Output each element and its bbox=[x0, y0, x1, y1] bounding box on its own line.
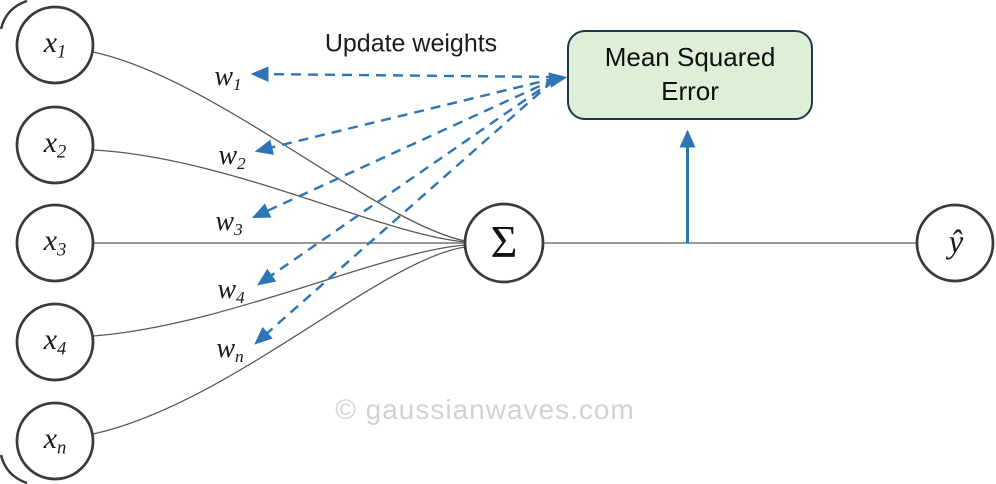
input-node-xn bbox=[15, 401, 95, 481]
input-label-x1-base: x bbox=[43, 26, 58, 60]
mean-squared-error-label: Mean Squared Error bbox=[604, 42, 776, 106]
arrow-update-w1 bbox=[250, 66, 557, 82]
weight-label-w1-sub: 1 bbox=[233, 74, 242, 94]
input-label-x3-base: x bbox=[43, 224, 58, 258]
weight-label-wn-sub: n bbox=[235, 346, 244, 366]
input-label-x3: x3 bbox=[44, 226, 67, 260]
weight-label-w4-sub: 4 bbox=[236, 287, 245, 307]
input-label-xn: xn bbox=[44, 424, 67, 458]
input-label-x2-sub: 2 bbox=[57, 141, 67, 163]
input-label-x4-sub: 4 bbox=[57, 338, 67, 360]
watermark-text: © gaussianwaves.com bbox=[335, 394, 635, 425]
input-label-x4-base: x bbox=[43, 323, 58, 357]
weight-label-w3-sub: 3 bbox=[234, 219, 243, 239]
connector-x2-sum bbox=[92, 149, 466, 243]
weight-label-w2: w2 bbox=[218, 139, 246, 173]
output-node bbox=[915, 203, 995, 283]
arrow-update-w3 bbox=[251, 77, 556, 219]
arrow-update-wn bbox=[254, 80, 554, 345]
arrow-update-w2 bbox=[254, 76, 557, 155]
weight-label-w1-base: w bbox=[214, 60, 233, 92]
input-node-x3 bbox=[15, 203, 95, 283]
input-node-x4 bbox=[15, 302, 95, 382]
input-label-xn-sub: n bbox=[57, 437, 67, 459]
weight-label-w2-sub: 2 bbox=[237, 153, 246, 173]
frame-corner-arc-bottom-left bbox=[0, 454, 28, 484]
sum-node-label: Σ bbox=[490, 216, 518, 267]
weight-label-w1: w1 bbox=[214, 60, 242, 94]
mean-squared-error-box: Mean Squared Error bbox=[567, 30, 813, 120]
frame-corner-arc-top-left bbox=[0, 0, 28, 30]
update-weights-annotation: Update weights bbox=[324, 29, 498, 58]
connector-x4-sum bbox=[92, 244, 466, 337]
input-label-x1-sub: 1 bbox=[57, 41, 67, 63]
input-label-x3-sub: 3 bbox=[57, 239, 67, 261]
weight-label-w2-base: w bbox=[218, 139, 237, 171]
weight-label-w4: w4 bbox=[217, 273, 245, 307]
input-node-x2 bbox=[15, 105, 95, 185]
sum-node bbox=[463, 202, 545, 284]
input-label-xn-base: x bbox=[43, 422, 58, 456]
input-label-x2: x2 bbox=[44, 128, 67, 162]
input-label-x2-base: x bbox=[43, 126, 58, 160]
connector-x1-sum bbox=[92, 51, 466, 242]
weight-label-wn-base: w bbox=[216, 332, 235, 364]
connector-xn-sum bbox=[92, 246, 466, 435]
weight-label-w4-base: w bbox=[217, 273, 236, 305]
weight-label-w3: w3 bbox=[215, 205, 243, 239]
weight-label-wn: wn bbox=[216, 332, 244, 366]
weight-label-w3-base: w bbox=[215, 205, 234, 237]
output-node-label: ŷ bbox=[948, 224, 964, 261]
input-label-x4: x4 bbox=[44, 325, 67, 359]
arrow-update-w4 bbox=[257, 79, 555, 286]
input-label-x1: x1 bbox=[44, 28, 67, 62]
arrowhead-into-mse-box bbox=[548, 72, 568, 88]
input-node-x1 bbox=[15, 5, 95, 85]
